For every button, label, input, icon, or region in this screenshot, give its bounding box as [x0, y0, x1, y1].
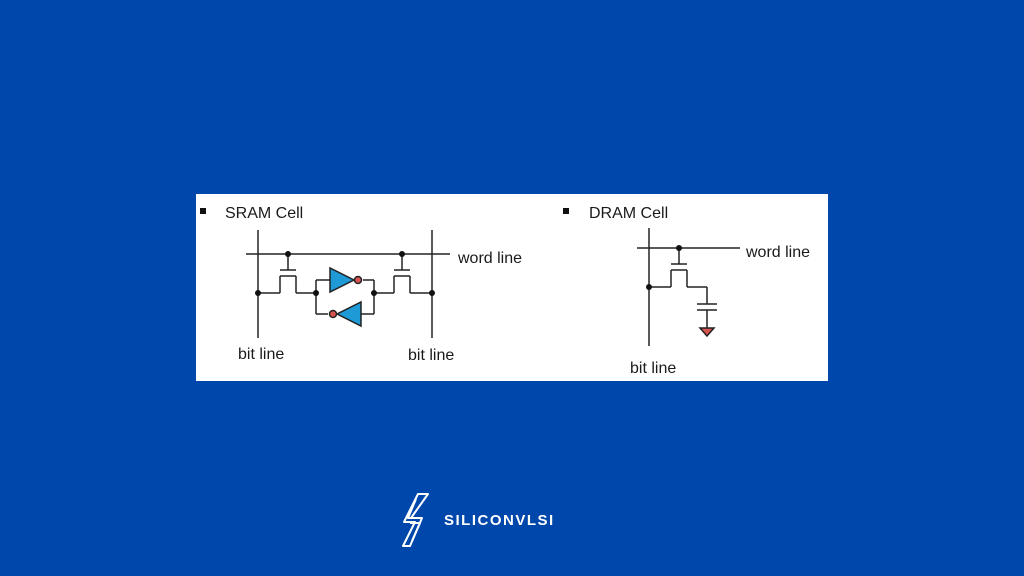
- dram-word-line-label: word line: [745, 244, 810, 261]
- dram-access-transistor: [670, 248, 688, 287]
- sram-access-transistor-left: [279, 254, 297, 293]
- sram-inverter-bottom: [328, 300, 362, 328]
- sram-bit-line-right-label: bit line: [408, 347, 454, 364]
- siliconvlsi-logo-icon: [402, 493, 429, 547]
- sram-inverter-top: [329, 266, 363, 294]
- brand-logo: SILICONVLSI: [398, 492, 555, 548]
- sram-bullet: [200, 208, 206, 214]
- sram-word-line-label: word line: [457, 250, 522, 267]
- sram-cell-schematic: [200, 208, 450, 338]
- dram-bit-line-label: bit line: [630, 360, 676, 377]
- memory-cell-diagram-card: SRAM Cell word line bit line bit line DR…: [196, 194, 828, 381]
- memory-cell-diagram: SRAM Cell word line bit line bit line DR…: [200, 205, 810, 377]
- dram-bullet: [563, 208, 569, 214]
- dram-junction-dots: [646, 245, 682, 290]
- sram-bit-line-left-label: bit line: [238, 346, 284, 363]
- dram-cell-schematic: [563, 208, 740, 346]
- sram-heading: SRAM Cell: [225, 205, 303, 222]
- inverter-bubble: [353, 275, 363, 285]
- sram-access-transistor-right: [393, 254, 411, 293]
- dram-heading: DRAM Cell: [589, 205, 668, 222]
- dram-storage-capacitor: [697, 287, 717, 328]
- inverter-bubble: [328, 309, 338, 319]
- sram-junction-dots: [255, 251, 435, 296]
- brand-name: SILICONVLSI: [444, 511, 555, 529]
- ground-icon: [698, 327, 716, 338]
